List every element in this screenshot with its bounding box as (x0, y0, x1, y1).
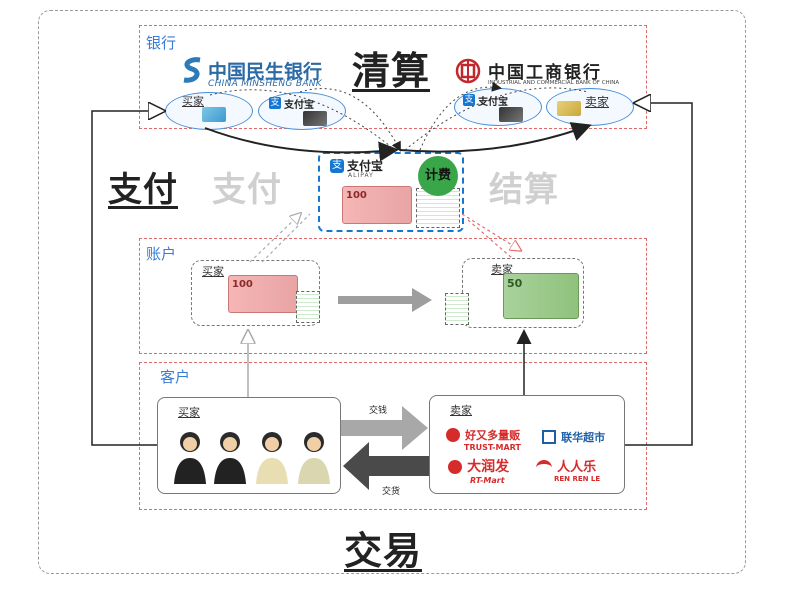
store-sub: RT-Mart (470, 476, 505, 485)
alipay-card-icon (303, 111, 327, 126)
seller-banknote-value: 50 (507, 277, 523, 290)
rtmart-mark-icon (448, 459, 462, 474)
banknote-value: 100 (346, 190, 367, 201)
seller-bank-label: 卖家 (585, 95, 610, 109)
seller-banknotes (503, 273, 579, 319)
store-name: 大润发 (467, 459, 510, 475)
buyer-account-box: 买家 100 (191, 260, 320, 326)
buyer-account-label: 买家 (202, 265, 224, 278)
icbc-bank-en: INDUSTRIAL AND COMMERCIAL BANK OF CHINA (488, 80, 620, 86)
person-icon (214, 432, 246, 484)
store-name: 人人乐 (557, 460, 597, 475)
store-logo-renrenle: 人人乐 REN REN LE (536, 456, 624, 483)
seller-bank-account: 卖家 (546, 88, 634, 126)
seller-alipay-account: 支 支付宝 (454, 88, 542, 126)
minsheng-bank-en: CHINA MINSHENG BANK (208, 79, 323, 89)
person-icon (298, 432, 330, 484)
store-logo-trustmart: 好又多量贩 TRUST-MART (446, 424, 536, 452)
seller-ledger (445, 293, 469, 325)
store-name: 联华超市 (561, 431, 606, 444)
store-name: 好又多量贩 (465, 429, 521, 442)
minsheng-bank-logo (180, 56, 204, 84)
trustmart-mark-icon (446, 427, 460, 442)
store-sub: TRUST-MART (464, 443, 521, 452)
payment-flow-label: 交钱 (369, 406, 388, 416)
delivery-flow-label: 交货 (382, 487, 401, 497)
account-zone-label: 账户 (146, 245, 177, 263)
renrenle-mark-icon (536, 459, 552, 474)
banknote-stack (342, 186, 412, 224)
fee-badge: 计费 (418, 156, 458, 196)
settlement-ghost-title: 结算 (489, 170, 559, 210)
seller-box-label: 卖家 (450, 404, 472, 417)
alipay-mini-label: 支付宝 (284, 100, 314, 111)
alipay-logo-en: ALIPAY (348, 172, 374, 179)
customer-zone-label: 客户 (160, 368, 191, 386)
alipay-mini-label: 支付宝 (478, 97, 508, 108)
buyer-banknote-value: 100 (232, 279, 253, 290)
icbc-bank-name: 中国工商银行 (488, 63, 602, 83)
icbc-bank-logo (455, 58, 481, 84)
buyer-box-label: 买家 (178, 406, 200, 419)
buyer-alipay-account: 支 支付宝 (258, 92, 346, 130)
seller-account-box: 卖家 50 (445, 258, 584, 328)
store-logo-lianhua: 联华超市 (542, 426, 622, 445)
store-logo-rtmart: 大润发 RT-Mart (448, 456, 538, 485)
buyer-bank-account: 买家 (165, 92, 253, 130)
buyers-people-icon (174, 432, 330, 484)
bank-card-icon (202, 107, 226, 122)
alipay-mini-icon: 支 (463, 94, 475, 106)
alipay-mini-icon: 支 (269, 97, 281, 109)
alipay-card-icon (499, 107, 523, 122)
payment-ghost-title: 支付 (212, 170, 282, 210)
person-icon (174, 432, 206, 484)
outer-frame (38, 10, 746, 574)
minsheng-logo-icon (183, 57, 201, 83)
alipay-logo-name: 支付宝 (347, 159, 384, 173)
payment-title: 支付 (108, 170, 178, 210)
trade-title: 交易 (344, 529, 423, 573)
buyer-ledger (296, 291, 320, 323)
seller-box: 卖家 好又多量贩 TRUST-MART 联华超市 大润发 RT-Mart 人人乐… (429, 395, 625, 494)
bank-zone-label: 银行 (146, 34, 177, 52)
buyer-bank-label: 买家 (182, 95, 204, 108)
store-sub: REN REN LE (554, 475, 601, 483)
bank-card-icon (557, 101, 581, 116)
clearing-title: 清算 (352, 49, 431, 93)
lianhua-mark-icon (542, 429, 556, 444)
seller-account-label: 卖家 (491, 263, 513, 276)
minsheng-bank-name: 中国民生银行 (208, 61, 323, 83)
fee-label: 计费 (424, 168, 451, 183)
buyer-box: 买家 (157, 397, 341, 494)
alipay-logo-icon: 支 (330, 159, 344, 173)
person-icon (256, 432, 288, 484)
icbc-logo-icon (455, 58, 481, 84)
